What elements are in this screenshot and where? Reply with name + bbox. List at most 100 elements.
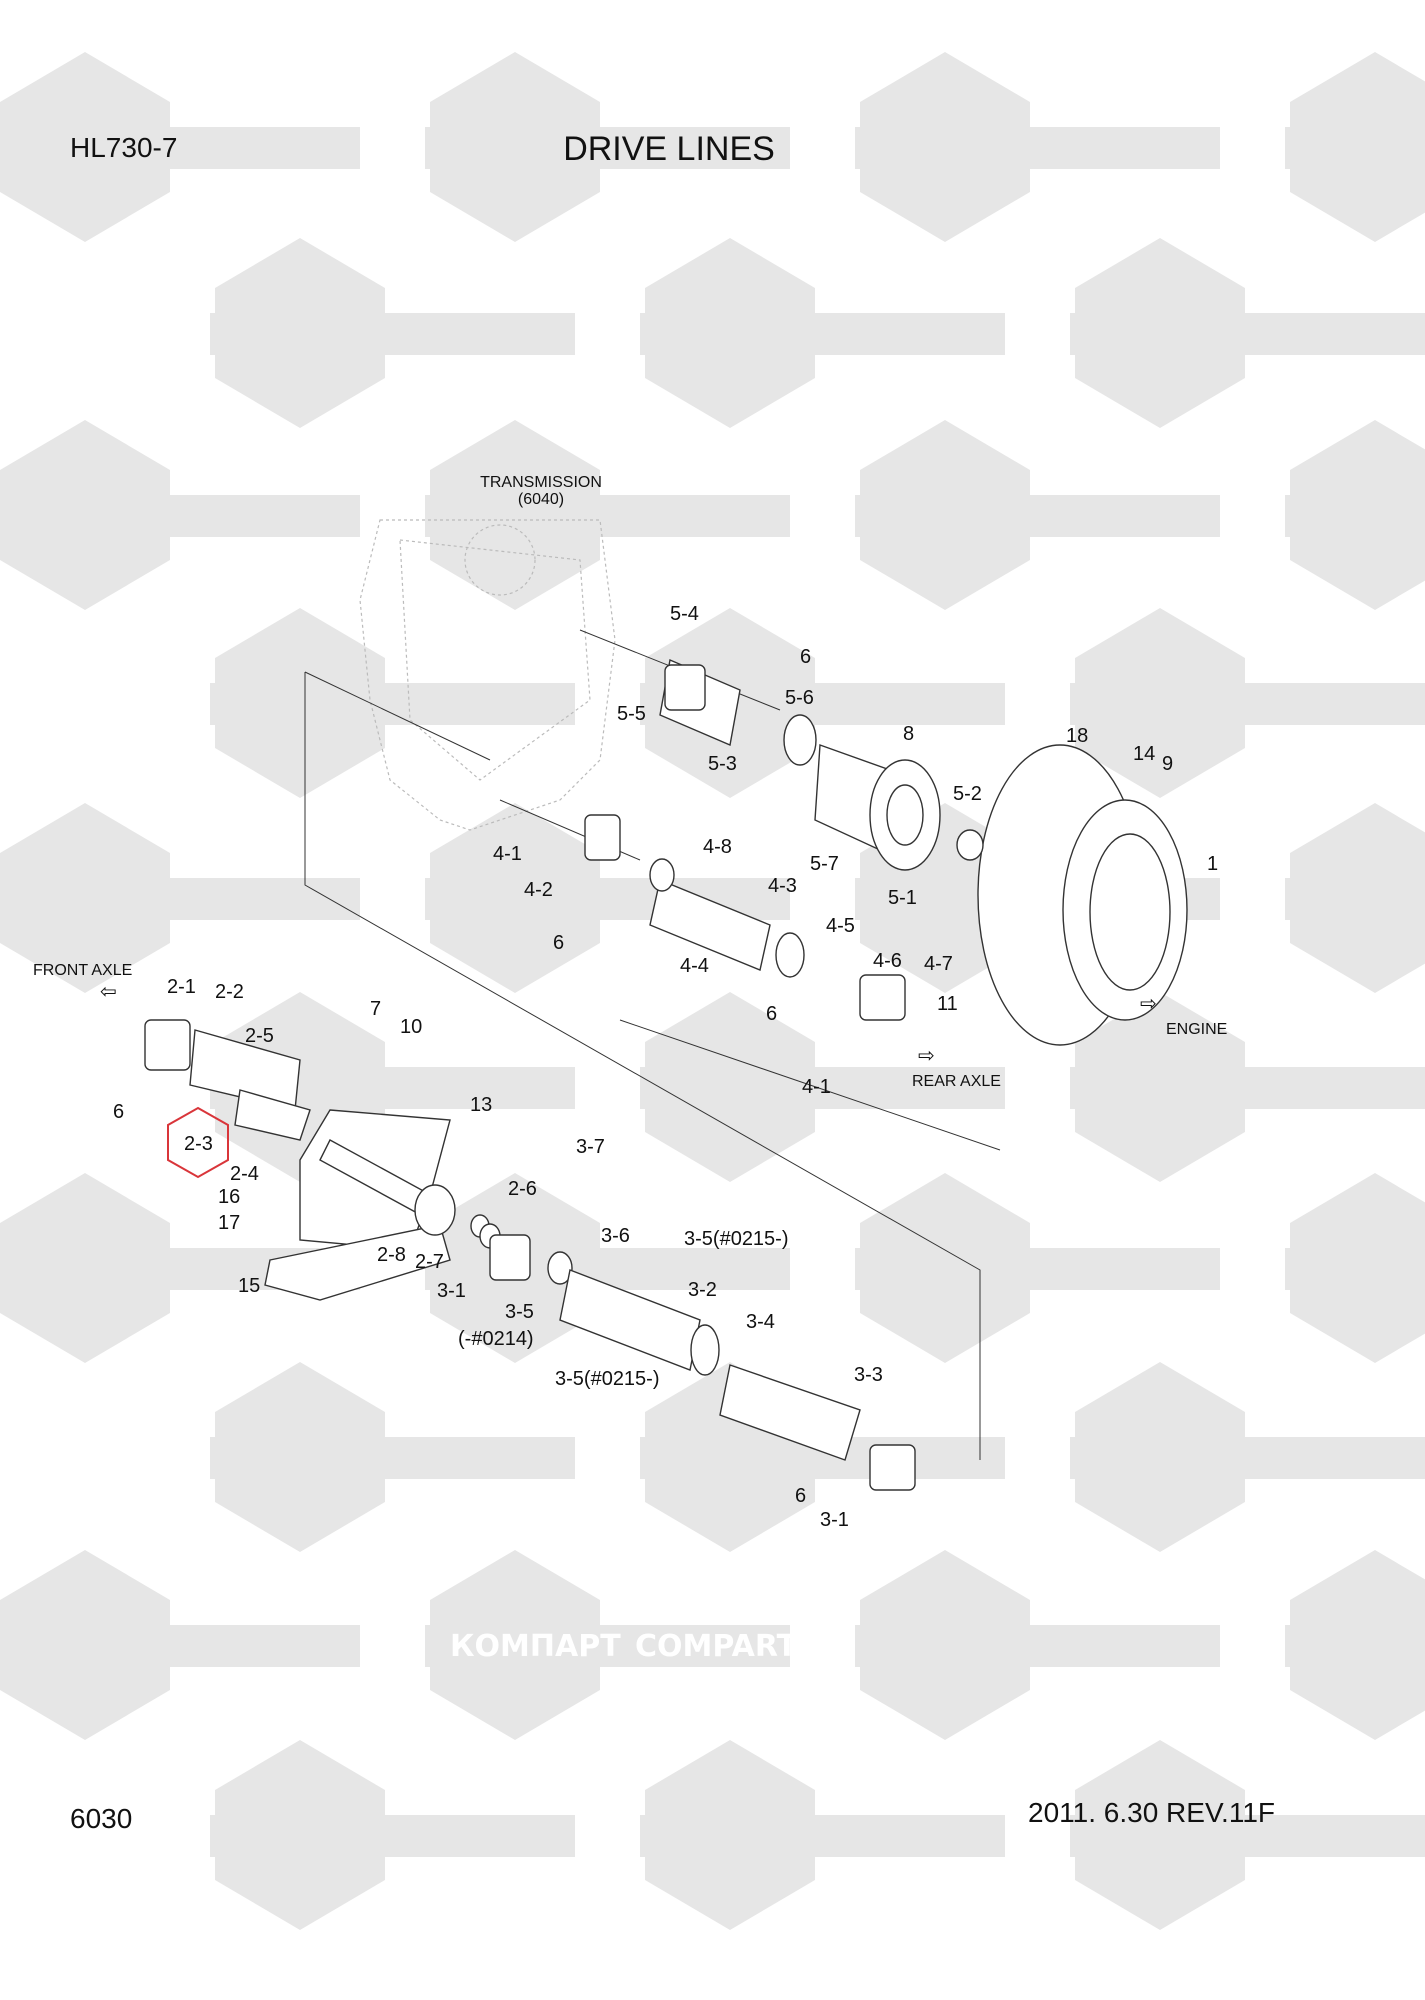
watermark-tile [210, 1740, 575, 1930]
callout-4-1[interactable]: 4-1 [493, 843, 522, 865]
callout-5-4[interactable]: 5-4 [670, 603, 699, 625]
callout-4-5[interactable]: 4-5 [826, 915, 855, 937]
callout-17[interactable]: 17 [218, 1212, 240, 1234]
watermark-tile [210, 1362, 575, 1552]
callout-15[interactable]: 15 [238, 1275, 260, 1297]
watermark-tile [1070, 992, 1425, 1182]
callout-2-8[interactable]: 2-8 [377, 1244, 406, 1266]
callout-6[interactable]: 6 [113, 1101, 124, 1123]
callout-3-50215-[interactable]: 3-5(#0215-) [555, 1368, 660, 1390]
callout-4-4[interactable]: 4-4 [680, 955, 709, 977]
watermark-tile [855, 52, 1220, 242]
callout-3-4[interactable]: 3-4 [746, 1311, 775, 1333]
callout-3-1[interactable]: 3-1 [437, 1280, 466, 1302]
watermark-tile [1285, 803, 1425, 993]
callout-6[interactable]: 6 [553, 932, 564, 954]
rear-axle-label: REAR AXLE [912, 1073, 1001, 1090]
highlight-hexagon[interactable] [167, 1106, 229, 1179]
callout-6[interactable]: 6 [766, 1003, 777, 1025]
callout-4-2[interactable]: 4-2 [524, 879, 553, 901]
callout-18[interactable]: 18 [1066, 725, 1088, 747]
callout-2-3[interactable]: 2-3 [184, 1133, 213, 1155]
callout-6[interactable]: 6 [800, 646, 811, 668]
callout-4-8[interactable]: 4-8 [703, 836, 732, 858]
flange-part-5-1 [814, 744, 984, 871]
callout--0214[interactable]: (-#0214) [458, 1328, 534, 1350]
callout-3-3[interactable]: 3-3 [854, 1364, 883, 1386]
callout-5-5[interactable]: 5-5 [617, 703, 646, 725]
shaft-part-2 [144, 1019, 531, 1301]
watermark-tile [1285, 420, 1425, 610]
callout-6[interactable]: 6 [795, 1485, 806, 1507]
callout-16[interactable]: 16 [218, 1186, 240, 1208]
flange-part-1 [977, 744, 1188, 1046]
svg-text:COMPART: COMPART [635, 1629, 798, 1664]
callout-4-7[interactable]: 4-7 [924, 953, 953, 975]
callout-3-5[interactable]: 3-5 [505, 1301, 534, 1323]
callout-5-7[interactable]: 5-7 [810, 853, 839, 875]
callout-3-7[interactable]: 3-7 [576, 1136, 605, 1158]
callout-2-6[interactable]: 2-6 [508, 1178, 537, 1200]
model-code: HL730-7 [70, 132, 177, 163]
callout-3-6[interactable]: 3-6 [601, 1225, 630, 1247]
callout-4-3[interactable]: 4-3 [768, 875, 797, 897]
rear-axle-arrow-icon: ⇨ [918, 1045, 935, 1067]
transmission-label: TRANSMISSION [480, 474, 602, 491]
front-axle-arrow-icon: ⇦ [100, 981, 117, 1003]
callout-5-2[interactable]: 5-2 [953, 783, 982, 805]
watermark-tile [855, 1173, 1220, 1363]
watermark-tile [1285, 52, 1425, 242]
front-axle-label: FRONT AXLE [33, 962, 132, 979]
engine-label: ENGINE [1166, 1021, 1227, 1038]
callout-3-1[interactable]: 3-1 [820, 1509, 849, 1531]
watermark-tile [0, 52, 360, 242]
svg-text:КОМПАРТ: КОМПАРТ [450, 1629, 621, 1664]
page-number: 6030 [70, 1803, 132, 1834]
watermark-tile [425, 420, 790, 610]
shaft-part-3 [547, 1251, 916, 1491]
transmission-outline [359, 519, 616, 831]
watermark: КОМПАРТ COMPART [0, 52, 1425, 1930]
assembly-frame [304, 629, 1001, 1460]
watermark-tile [1070, 608, 1425, 798]
callout-9[interactable]: 9 [1162, 753, 1173, 775]
callout-4-1[interactable]: 4-1 [802, 1076, 831, 1098]
callout-2-7[interactable]: 2-7 [415, 1251, 444, 1273]
callout-3-50215-[interactable]: 3-5(#0215-) [684, 1228, 789, 1250]
callout-5-1[interactable]: 5-1 [888, 887, 917, 909]
callout-10[interactable]: 10 [400, 1016, 422, 1038]
watermark-tile [425, 803, 790, 993]
callout-8[interactable]: 8 [903, 723, 914, 745]
callout-5-3[interactable]: 5-3 [708, 753, 737, 775]
watermark-tile [640, 238, 1005, 428]
watermark-tile [1285, 1550, 1425, 1740]
watermark-tile [1285, 1173, 1425, 1363]
callout-14[interactable]: 14 [1133, 743, 1155, 765]
callout-7[interactable]: 7 [370, 998, 381, 1020]
callout-2-2[interactable]: 2-2 [215, 981, 244, 1003]
watermark-tile [210, 238, 575, 428]
callout-3-2[interactable]: 3-2 [688, 1279, 717, 1301]
watermark-tile [425, 52, 790, 242]
watermark-tile [1070, 1362, 1425, 1552]
watermark-tile [210, 608, 575, 798]
watermark-tile [640, 992, 1005, 1182]
callout-2-4[interactable]: 2-4 [230, 1163, 259, 1185]
callout-5-6[interactable]: 5-6 [785, 687, 814, 709]
watermark-tile [855, 1550, 1220, 1740]
watermark-tile [1070, 238, 1425, 428]
shaft-part-5 [659, 659, 817, 766]
watermark-tile [0, 1550, 360, 1740]
callout-1[interactable]: 1 [1207, 853, 1218, 875]
page-title: DRIVE LINES [563, 130, 775, 168]
callout-4-6[interactable]: 4-6 [873, 950, 902, 972]
callout-2-5[interactable]: 2-5 [245, 1025, 274, 1047]
engine-arrow-icon: ⇨ [1140, 993, 1157, 1015]
callout-11[interactable]: 11 [937, 993, 958, 1015]
watermark-tile [640, 1740, 1005, 1930]
callout-2-1[interactable]: 2-1 [167, 976, 196, 998]
callout-13[interactable]: 13 [470, 1094, 492, 1116]
watermark-tile [855, 420, 1220, 610]
shaft-part-4 [584, 814, 906, 1021]
